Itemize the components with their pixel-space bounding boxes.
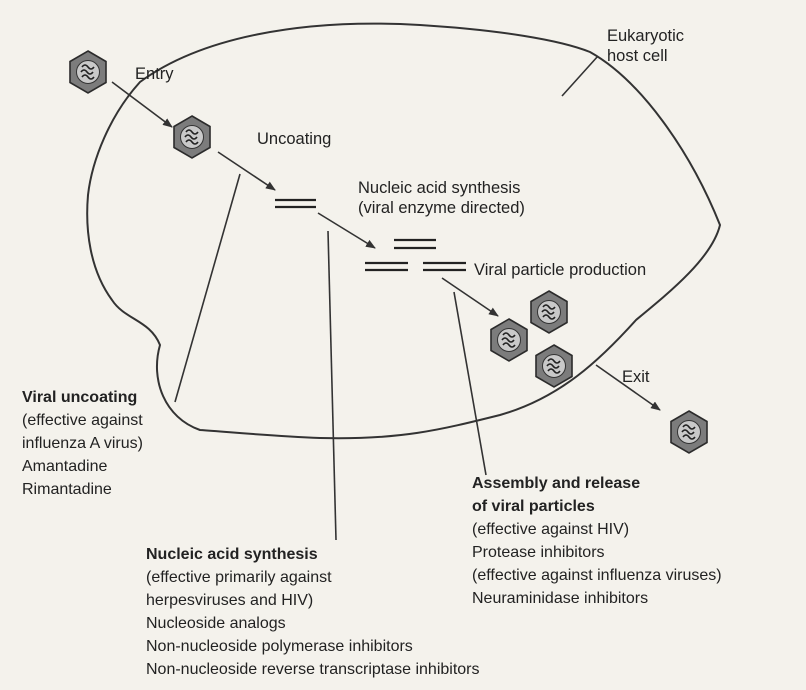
assembly-target-line (454, 292, 486, 475)
uncoating-arrow (218, 152, 275, 190)
virus-particle-icon (536, 345, 572, 387)
host-cell-pointer (562, 56, 598, 96)
nucleic-acid-target-heading: Nucleic acid synthesis (146, 543, 480, 566)
synthesis-target-line (328, 231, 336, 540)
production-arrow (442, 278, 498, 316)
viral-particle-production-label: Viral particle production (474, 260, 646, 280)
virus-uncoating-icon (174, 116, 210, 158)
host-cell-label: Eukaryotic host cell (607, 26, 684, 66)
synthesis-arrow (318, 213, 375, 248)
virus-particle-icon (491, 319, 527, 361)
entry-label: Entry (135, 64, 174, 84)
uncoating-target-line (175, 174, 240, 402)
exit-label: Exit (622, 367, 650, 387)
virus-entering-icon (70, 51, 106, 93)
virus-particle-icon (531, 291, 567, 333)
uncoating-label: Uncoating (257, 129, 331, 149)
virus-exiting-icon (671, 411, 707, 453)
uncoating-drug-target: Viral uncoating (effective against influ… (22, 386, 143, 501)
nucleic-acid-synthesis-label: Nucleic acid synthesis (viral enzyme dir… (358, 178, 525, 218)
uncoating-target-heading: Viral uncoating (22, 386, 143, 409)
assembly-target-heading: Assembly and release (472, 472, 722, 495)
entry-arrow (112, 82, 172, 127)
assembly-drug-target: Assembly and release of viral particles … (472, 472, 722, 610)
nucleic-acid-drug-target: Nucleic acid synthesis (effective primar… (146, 543, 480, 681)
